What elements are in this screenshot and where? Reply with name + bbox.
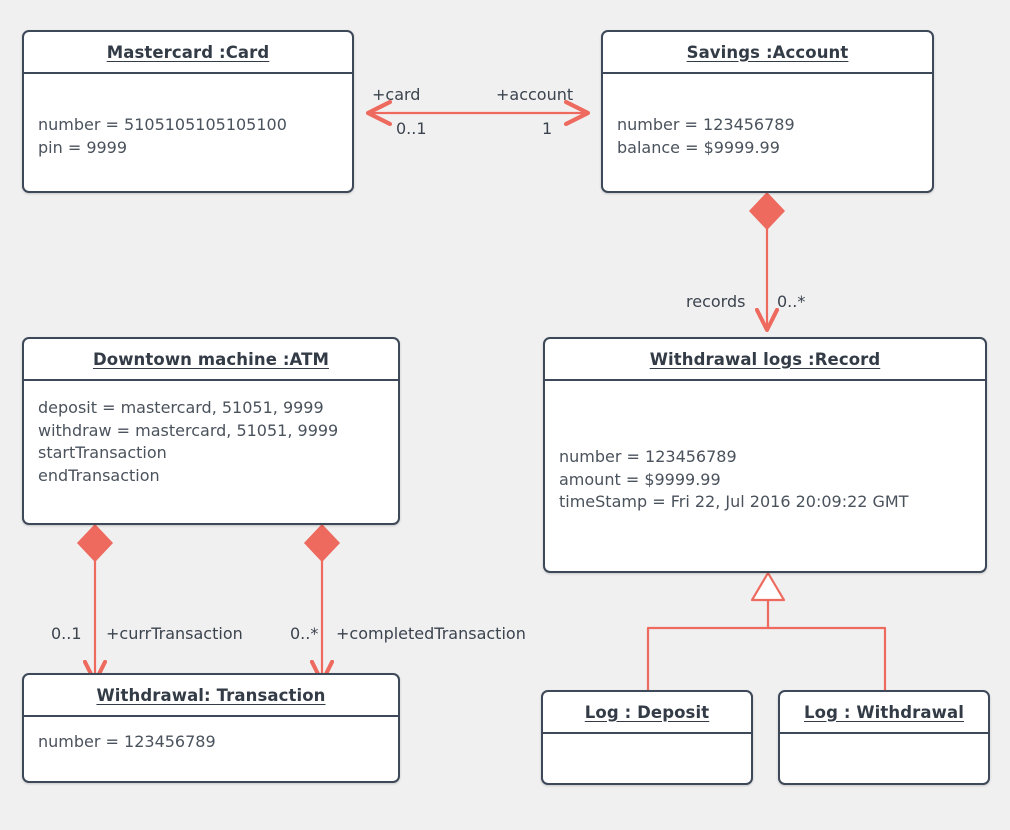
attribute-row: number = 123456789 xyxy=(559,446,737,466)
composition-diamond-icon xyxy=(303,523,341,563)
object-node-log-deposit[interactable]: Log : Deposit xyxy=(541,690,753,785)
attribute-row: number = 123456789 xyxy=(38,732,216,751)
node-title-bar: Savings :Account xyxy=(603,32,932,74)
object-node-log-withdrawal[interactable]: Log : Withdrawal xyxy=(778,690,990,785)
attribute-row: pin = 9999 xyxy=(38,137,128,157)
node-attributes: number = 123456789 xyxy=(24,717,398,781)
edge-label-records: records xyxy=(686,292,746,311)
edge-label-records-multiplicity: 0..* xyxy=(777,292,806,311)
node-title-bar: Log : Withdrawal xyxy=(780,692,988,734)
edge-label-card-multiplicity: 0..1 xyxy=(396,119,427,138)
edge-label-curr-transaction-role: +currTransaction xyxy=(106,624,243,643)
object-node-mastercard-card[interactable]: Mastercard :Card number = 51051051051051… xyxy=(22,30,354,193)
edge-label-completed-transaction-role: +completedTransaction xyxy=(336,624,526,643)
node-title: Withdrawal: Transaction xyxy=(96,685,326,705)
node-title-bar: Log : Deposit xyxy=(543,692,751,734)
node-title: Withdrawal logs :Record xyxy=(649,349,881,369)
edge-label-plus-card: +card xyxy=(372,85,421,104)
attribute-row: startTransaction xyxy=(38,443,167,463)
edge-label-completed-multiplicity: 0..* xyxy=(290,624,319,643)
edge-record-generalization xyxy=(646,571,887,690)
node-title-bar: Withdrawal: Transaction xyxy=(24,675,398,717)
node-title-bar: Mastercard :Card xyxy=(24,32,352,74)
node-attributes: number = 123456789 amount = $9999.99 tim… xyxy=(545,381,985,571)
node-title: Mastercard :Card xyxy=(106,42,270,62)
node-title: Savings :Account xyxy=(686,42,849,62)
edge-label-curr-multiplicity: 0..1 xyxy=(51,624,82,643)
attribute-row: timeStamp = Fri 22, Jul 2016 20:09:22 GM… xyxy=(559,492,909,512)
object-node-downtown-machine-atm[interactable]: Downtown machine :ATM deposit = masterca… xyxy=(22,337,400,525)
generalization-triangle-icon xyxy=(750,571,786,602)
node-attributes: deposit = mastercard, 51051, 9999 withdr… xyxy=(24,381,398,523)
composition-diamond-icon xyxy=(76,523,114,563)
edge-atm-curr-transaction xyxy=(76,523,114,685)
attribute-row: endTransaction xyxy=(38,466,160,486)
attribute-row: withdraw = mastercard, 51051, 9999 xyxy=(38,420,339,440)
edge-label-account-multiplicity: 1 xyxy=(542,119,553,138)
attribute-row: number = 5105105105105100 xyxy=(38,114,287,134)
node-title-bar: Withdrawal logs :Record xyxy=(545,339,985,381)
node-attributes xyxy=(780,734,988,783)
attribute-row: balance = $9999.99 xyxy=(617,137,780,157)
attribute-row: amount = $9999.99 xyxy=(559,469,721,489)
object-node-withdrawal-logs-record[interactable]: Withdrawal logs :Record number = 1234567… xyxy=(543,337,987,573)
node-title: Log : Withdrawal xyxy=(804,702,964,722)
object-node-savings-account[interactable]: Savings :Account number = 123456789 bala… xyxy=(601,30,934,193)
node-attributes: number = 123456789 balance = $9999.99 xyxy=(603,74,932,191)
node-attributes xyxy=(543,734,751,783)
object-node-withdrawal-transaction[interactable]: Withdrawal: Transaction number = 1234567… xyxy=(22,673,400,783)
attribute-row: deposit = mastercard, 51051, 9999 xyxy=(38,398,324,417)
node-title: Downtown machine :ATM xyxy=(92,349,330,369)
node-title-bar: Downtown machine :ATM xyxy=(24,339,398,381)
edge-atm-completed-transaction xyxy=(303,523,341,685)
attribute-row: number = 123456789 xyxy=(617,114,795,134)
edge-label-plus-account: +account xyxy=(496,85,574,104)
composition-diamond-icon xyxy=(748,191,786,231)
node-attributes: number = 5105105105105100 pin = 9999 xyxy=(24,74,352,191)
node-title: Log : Deposit xyxy=(584,702,710,722)
